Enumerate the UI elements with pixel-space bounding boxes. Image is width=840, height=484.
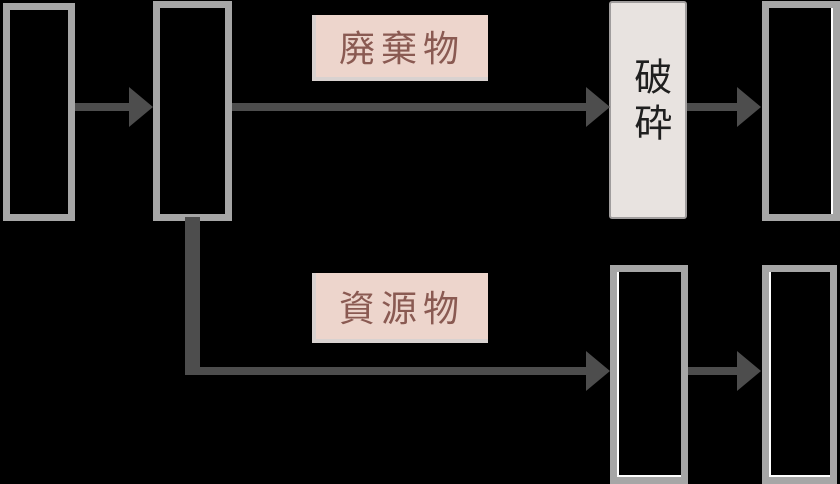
sorting-box: [153, 1, 232, 221]
shredding-box-label: 破砕: [627, 57, 670, 149]
shredding-box: 破砕: [609, 1, 687, 219]
waste-output-box: [762, 1, 840, 221]
resource-label-text: 資源物: [338, 288, 465, 329]
resource-output-box: [762, 265, 837, 484]
arrow-resource-elbow-horizontal: [185, 367, 586, 375]
arrow-shredding-to-output-line: [687, 103, 737, 111]
resource-label: 資源物: [312, 273, 488, 343]
arrow-shredding-to-output-head: [737, 87, 761, 127]
arrow-resource-to-output-head: [737, 351, 761, 391]
arrow-resource-elbow-vertical: [185, 217, 200, 375]
waste-label-text: 廃棄物: [338, 28, 465, 69]
arrow-sorting-to-shredding-line: [232, 103, 586, 111]
arrow-source-to-sorting-head: [129, 87, 153, 127]
arrow-source-to-sorting-line: [75, 103, 129, 111]
resource-process-box: [610, 265, 688, 484]
arrow-resource-elbow-head: [586, 351, 610, 391]
arrow-sorting-to-shredding-head: [586, 87, 610, 127]
arrow-resource-to-output-line: [688, 367, 737, 375]
source-box: [3, 3, 75, 221]
waste-label: 廃棄物: [312, 15, 488, 81]
